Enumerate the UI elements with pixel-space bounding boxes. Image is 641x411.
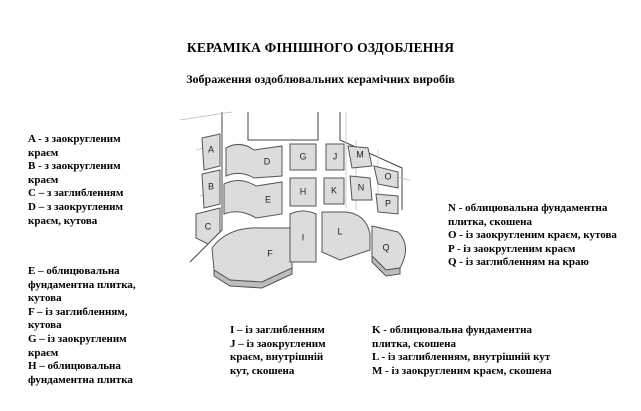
- tile-b-label: B: [208, 181, 214, 191]
- tile-e: E: [223, 180, 283, 219]
- tile-d: D: [225, 144, 283, 179]
- tile-e-label: E: [265, 194, 271, 204]
- legend-item-k: K - облицювальна фундаментна плитка, ско…: [372, 324, 533, 350]
- tile-b: B: [201, 169, 221, 209]
- legend-item-l: L - із заглибленням, внутрішній кут: [372, 351, 551, 364]
- tile-i: I: [289, 210, 317, 263]
- legend-item-p: P - із заокругленим краєм: [448, 242, 576, 255]
- tile-n: N: [349, 175, 373, 201]
- legend-item-o: O - із заокругленим краєм, кутова: [448, 229, 617, 242]
- legend-a-d: A - з заокругленим краєм B - з заокругле…: [28, 133, 148, 228]
- tile-m: M: [347, 145, 373, 169]
- legend-item-c: C – з заглибленням: [28, 187, 124, 200]
- tile-o: O: [373, 165, 399, 189]
- tile-j-label: J: [333, 151, 338, 161]
- legend-n-q: N - облицювальна фундаментна плитка, ско…: [448, 202, 638, 270]
- tile-h-label: H: [300, 186, 307, 196]
- legend-item-d: D – з заокругленим краєм, кутова: [28, 200, 124, 227]
- tile-n-label: N: [358, 182, 365, 192]
- tile-g-label: G: [299, 151, 306, 161]
- legend-item-m: M - із заокругленим краєм, скошена: [372, 364, 552, 377]
- legend-item-a: A - з заокругленим краєм: [28, 133, 121, 159]
- tile-q: Q: [371, 225, 406, 277]
- tile-g: G: [289, 143, 317, 171]
- page-title: КЕРАМІКА ФІНІШНОГО ОЗДОБЛЕННЯ: [186, 40, 455, 55]
- legend-item-q: Q - із заглибленням на краю: [448, 256, 589, 269]
- tile-d-label: D: [264, 156, 271, 166]
- tile-c: C: [195, 207, 221, 245]
- tile-i-label: I: [302, 232, 305, 242]
- legend-item-h: H – облицювальна фундаментна плитка: [28, 360, 133, 386]
- legend-item-j: J – із заокругленим краєм, внутрішній ку…: [230, 337, 326, 377]
- legend-item-f: F – із заглибленням, кутова: [28, 305, 128, 332]
- tile-f: F: [211, 227, 293, 289]
- tile-a: A: [201, 133, 221, 171]
- legend-item-e: E – облицювальна фундаментна плитка, кут…: [28, 265, 136, 305]
- tile-q-label: Q: [382, 242, 389, 252]
- tile-p: P: [375, 193, 399, 215]
- tile-a-label: A: [208, 144, 214, 154]
- legend-k-m: K - облицювальна фундаментна плитка, ско…: [372, 324, 572, 378]
- tile-o-label: O: [384, 171, 391, 181]
- tile-m-label: M: [356, 149, 364, 159]
- tile-j: J: [325, 143, 345, 171]
- tile-c-label: C: [205, 221, 212, 231]
- legend-item-n: N - облицювальна фундаментна плитка, ско…: [448, 202, 608, 228]
- legend-item-i: I – із заглибленням: [230, 324, 325, 336]
- legend-item-g: G – із заокругленим краєм: [28, 332, 127, 359]
- tile-p-label: P: [385, 198, 391, 208]
- legend-item-b: B - з заокругленим краєм: [28, 160, 121, 186]
- tile-l: L: [321, 211, 371, 261]
- tile-k: K: [323, 177, 345, 205]
- legend-i-j: I – із заглибленням J – із заокругленим …: [230, 324, 348, 378]
- tile-f-label: F: [267, 248, 273, 258]
- legend-e-h: E – облицювальна фундаментна плитка, кут…: [28, 265, 154, 387]
- tile-l-label: L: [337, 226, 342, 236]
- tile-h: H: [289, 177, 317, 207]
- page-subtitle: Зображення оздоблювальних керамічних вир…: [186, 72, 455, 86]
- tile-k-label: K: [331, 185, 337, 195]
